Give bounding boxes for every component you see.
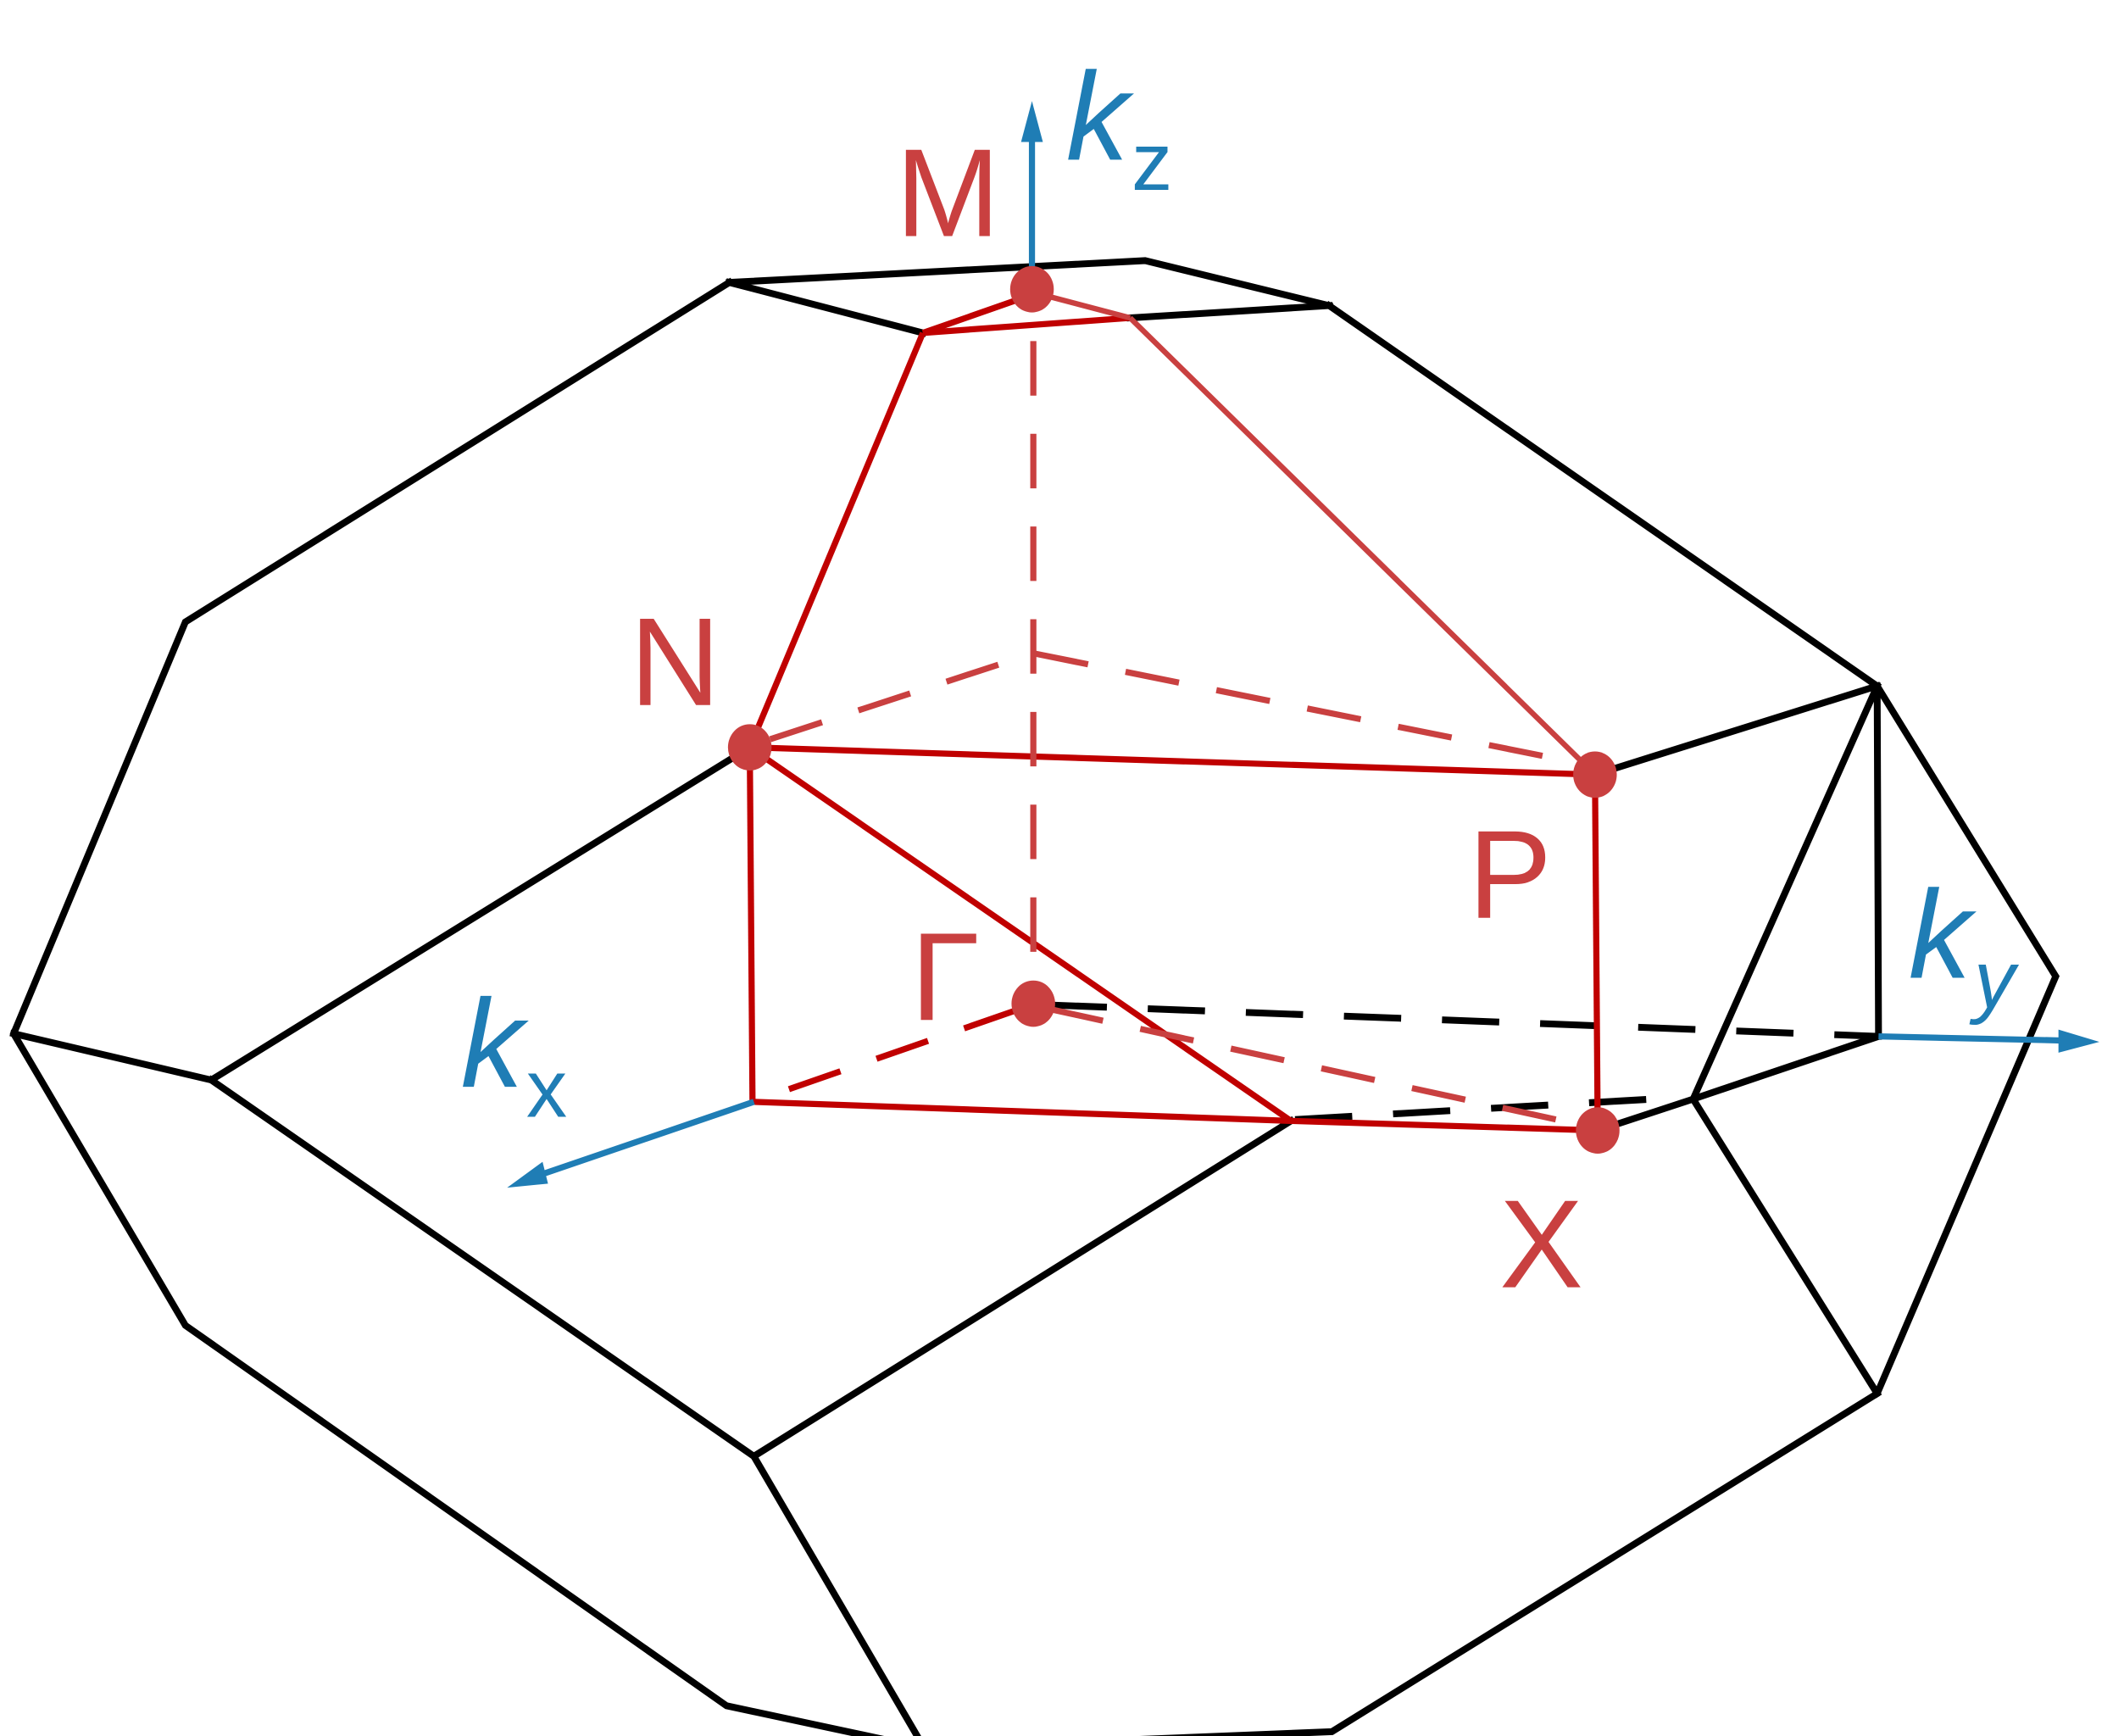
label-kz: kz (1066, 47, 1172, 207)
ky-axis (1878, 1029, 2099, 1053)
label-Gamma: Γ (910, 907, 980, 1047)
label-kx: kx (461, 974, 567, 1134)
point-P (1573, 751, 1617, 798)
kz-arrowhead-icon (1020, 101, 1043, 142)
axis-labels: kz ky kx (461, 47, 2020, 1134)
label-P: P (1468, 805, 1552, 945)
zone-hidden-edges (1049, 1001, 1879, 1123)
label-N: N (630, 593, 720, 732)
zone-edges (9, 257, 2060, 1736)
point-Gamma (1011, 980, 1055, 1027)
kx-axis (507, 1099, 755, 1188)
label-X: X (1499, 1175, 1583, 1315)
high-symmetry-path (746, 289, 1601, 1134)
point-X (1576, 1107, 1620, 1154)
point-labels: M N P Γ X (630, 124, 1583, 1315)
label-M: M (896, 124, 1000, 264)
point-N (727, 724, 772, 771)
kx-arrowhead-icon (507, 1161, 548, 1188)
point-M (1009, 265, 1054, 313)
symmetry-points (727, 265, 1620, 1154)
ky-arrowhead-icon (2058, 1029, 2099, 1053)
kz-axis (1020, 101, 1043, 270)
label-ky: ky (1909, 865, 2020, 1025)
